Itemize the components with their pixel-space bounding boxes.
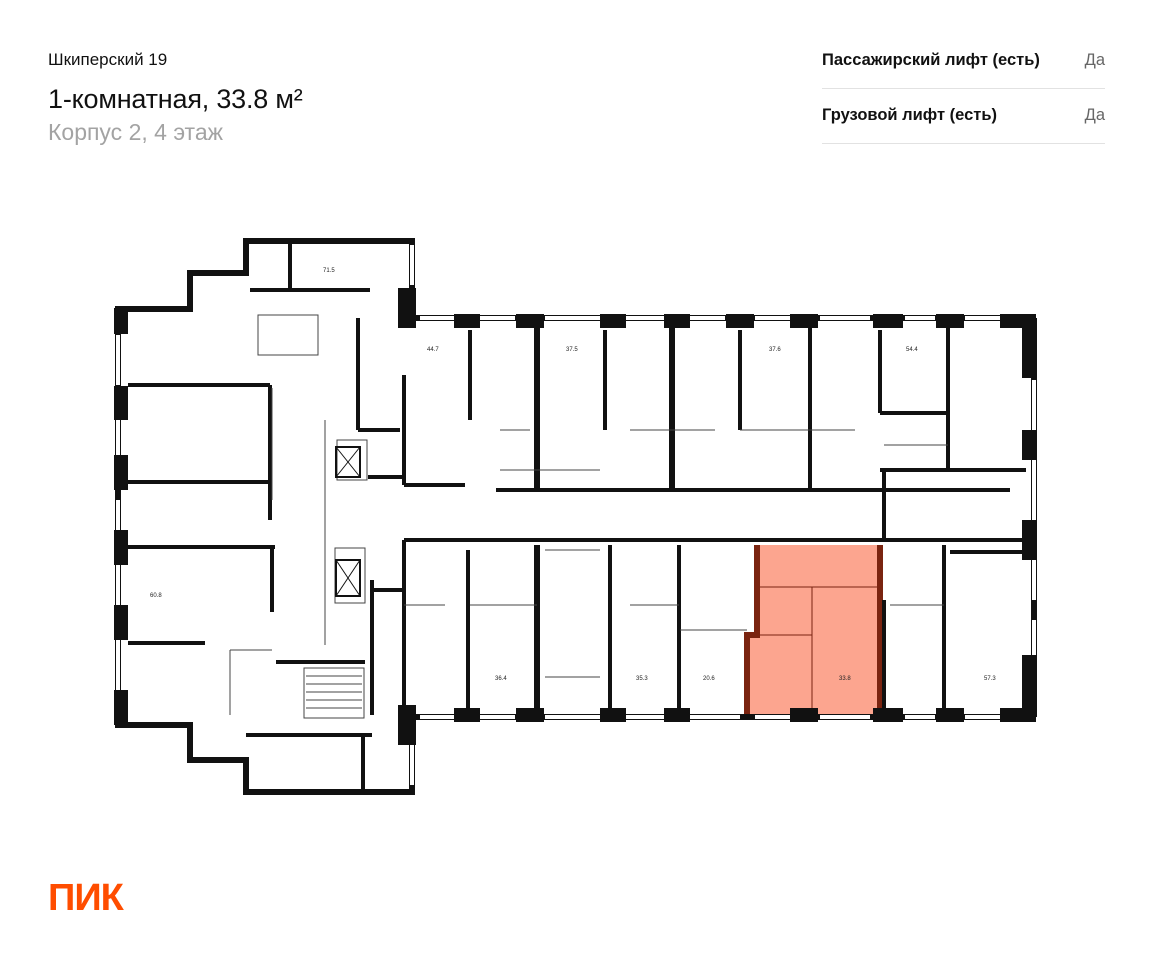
partitions (229, 314, 948, 719)
feature-label: Грузовой лифт (есть) (822, 106, 998, 124)
pik-logo: ПИК (48, 880, 126, 914)
feature-row-passenger-lift: Пассажирский лифт (есть) Да (822, 33, 1105, 89)
feature-value: Да (1084, 106, 1105, 124)
interior-walls (128, 241, 1026, 790)
room-label: 37.6 (769, 347, 781, 353)
room-label: 37.5 (566, 347, 578, 353)
room-label: 71.5 (323, 268, 335, 274)
feature-row-freight-lift: Грузовой лифт (есть) Да (822, 88, 1105, 144)
room-label: 44.7 (427, 347, 439, 353)
room-label: 33.8 (839, 676, 851, 682)
room-labels: 71.5 44.7 37.5 37.6 54.4 60.8 36.4 35.3 … (150, 268, 996, 682)
feature-label: Пассажирский лифт (есть) (822, 51, 1040, 69)
apartment-title: 1-комнатная, 33.8 м² (48, 84, 303, 114)
feature-value: Да (1084, 51, 1105, 69)
highlighted-apartment[interactable] (744, 545, 883, 717)
room-label: 36.4 (495, 676, 507, 682)
room-label: 57.3 (984, 676, 996, 682)
building-address: Шкиперский 19 (48, 50, 168, 69)
room-label: 35.3 (636, 676, 648, 682)
room-label: 54.4 (906, 347, 918, 353)
pillars (114, 288, 1036, 745)
elevator-icon (335, 559, 361, 597)
room-label: 20.6 (703, 676, 715, 682)
stairs-icon (306, 675, 362, 709)
apartment-subtitle: Корпус 2, 4 этаж (48, 119, 224, 145)
room-label: 60.8 (150, 593, 162, 599)
pik-logo-text: ПИК (48, 880, 125, 914)
elevator-icon (335, 446, 361, 478)
